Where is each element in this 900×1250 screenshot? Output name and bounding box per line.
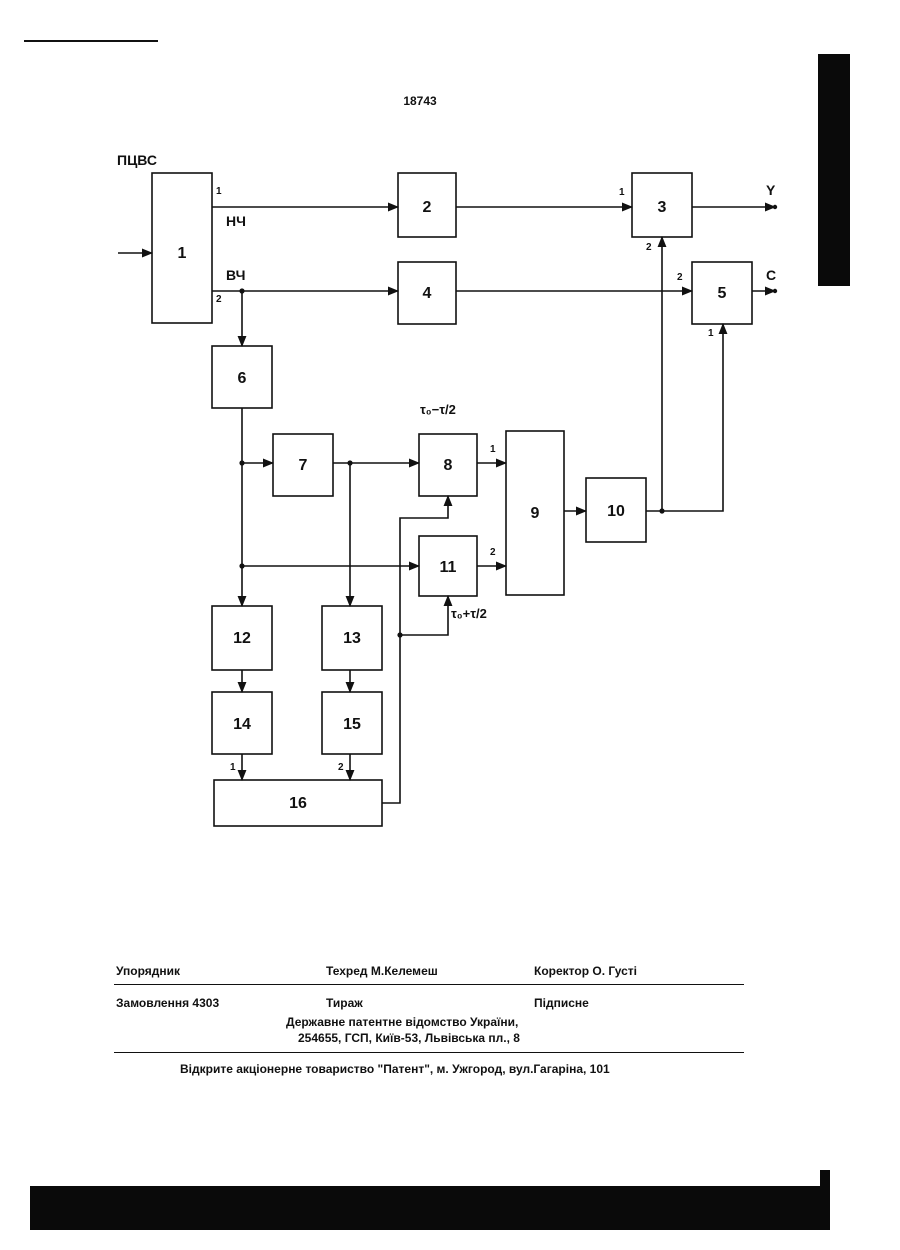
wire-16-11 xyxy=(400,596,448,635)
block-1-label: 1 xyxy=(178,245,187,262)
block-4-label: 4 xyxy=(423,285,432,302)
port-3-1: 1 xyxy=(619,187,625,198)
block-5-label: 5 xyxy=(718,285,727,302)
block-2-label: 2 xyxy=(423,199,432,216)
tau-plus-label: τ₀+τ/2 xyxy=(451,606,487,621)
port-5-1: 1 xyxy=(708,328,714,339)
scan-edge-bar-tip xyxy=(820,1170,830,1190)
compiler-label: Упорядник xyxy=(116,964,180,978)
address-label: 254655, ГСП, Київ-53, Львівська пл., 8 xyxy=(298,1031,520,1045)
wire-10-3 xyxy=(646,237,662,511)
port-1-1: 1 xyxy=(216,186,222,197)
block-14-label: 14 xyxy=(233,716,251,733)
port-9-1: 1 xyxy=(490,444,496,455)
circulation-label: Тираж xyxy=(326,996,363,1010)
port-1-2: 2 xyxy=(216,294,222,305)
tau-minus-label: τ₀−τ/2 xyxy=(420,402,456,417)
port-16-1: 1 xyxy=(230,762,236,773)
block-7-label: 7 xyxy=(299,457,308,474)
order-label: Замовлення 4303 xyxy=(116,996,219,1010)
block-15-label: 15 xyxy=(343,716,361,733)
techred-label: Техред М.Келемеш xyxy=(326,964,438,978)
wire-10-5 xyxy=(662,324,723,511)
hf-label: ВЧ xyxy=(226,267,245,283)
block-13-label: 13 xyxy=(343,630,361,647)
block-diagram: 1 2 3 4 5 6 7 8 9 10 11 12 13 14 15 16 П… xyxy=(0,0,900,900)
corrector-label: Коректор О. Густі xyxy=(534,964,637,978)
imprint-rule-top xyxy=(114,984,744,985)
printer-label: Відкрите акціонерне товариство "Патент",… xyxy=(180,1062,610,1076)
block-8-label: 8 xyxy=(444,457,453,474)
port-16-2: 2 xyxy=(338,762,344,773)
block-10-label: 10 xyxy=(607,503,625,520)
block-12-label: 12 xyxy=(233,630,251,647)
imprint-rule-bottom xyxy=(114,1052,744,1053)
port-3-2: 2 xyxy=(646,242,652,253)
patent-office-label: Державне патентне відомство України, xyxy=(286,1015,518,1029)
subscription-label: Підписне xyxy=(534,996,589,1010)
port-5-2: 2 xyxy=(677,272,683,283)
block-11-label: 11 xyxy=(440,559,457,576)
output-c-label: C xyxy=(766,267,776,283)
input-label: ПЦВС xyxy=(117,152,157,168)
block-6-label: 6 xyxy=(238,370,247,387)
block-3-label: 3 xyxy=(658,199,667,216)
port-9-2: 2 xyxy=(490,547,496,558)
lf-label: НЧ xyxy=(226,213,246,229)
block-16-label: 16 xyxy=(289,795,307,812)
scan-edge-bar-bottom xyxy=(30,1186,830,1230)
output-y-label: Y xyxy=(766,182,776,198)
block-9-label: 9 xyxy=(531,505,540,522)
